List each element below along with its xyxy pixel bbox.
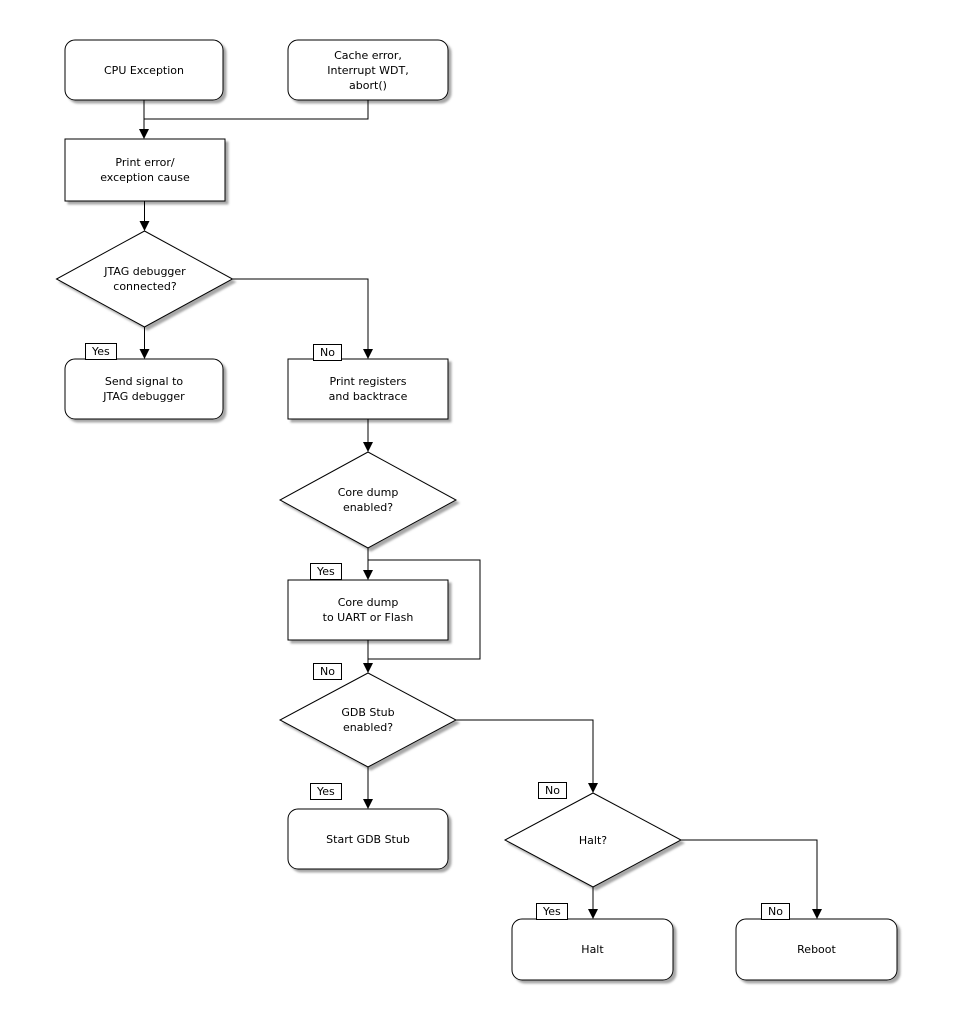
edge-coreq-no-bypass bbox=[368, 559, 481, 660]
node-shape-gdb-stub-enabled bbox=[278, 672, 458, 768]
arrowhead-into-core-dump bbox=[363, 570, 373, 580]
edge-jtag-no bbox=[232, 278, 369, 351]
edge-gdbq-no bbox=[456, 719, 594, 785]
node-shape-jtag-connected bbox=[55, 230, 234, 328]
node-shape-core-dump-enabled bbox=[278, 451, 458, 549]
arrowhead-into-gdbq bbox=[363, 663, 373, 673]
node-shape-cache-error bbox=[287, 39, 449, 101]
arrowhead-into-reboot bbox=[812, 909, 822, 919]
edge-haltq-no bbox=[681, 839, 818, 911]
node-shape-reboot bbox=[735, 918, 898, 981]
node-shape-halt bbox=[511, 918, 674, 981]
arrowhead-into-halt bbox=[588, 909, 598, 919]
arrowhead-into-print-error bbox=[139, 129, 149, 139]
node-shape-core-dump bbox=[287, 579, 449, 641]
arrowhead-into-start-gdb bbox=[363, 799, 373, 809]
node-shape-cpu-exception bbox=[64, 39, 224, 101]
arrowheads bbox=[139, 129, 822, 919]
node-shape-print-error bbox=[64, 138, 226, 202]
arrowhead-into-coreq bbox=[363, 442, 373, 452]
edge-cache-to-merge bbox=[144, 100, 369, 120]
arrowhead-into-jtag bbox=[139, 221, 150, 231]
node-shape-halt-question bbox=[503, 792, 683, 888]
node-shape-print-registers bbox=[287, 358, 449, 420]
arrowhead-into-send-signal bbox=[139, 349, 150, 359]
arrowhead-into-print-registers bbox=[363, 349, 373, 359]
node-shape-send-signal bbox=[64, 358, 224, 420]
arrowhead-into-haltq bbox=[588, 783, 598, 793]
node-shape-start-gdb-stub bbox=[287, 808, 449, 870]
